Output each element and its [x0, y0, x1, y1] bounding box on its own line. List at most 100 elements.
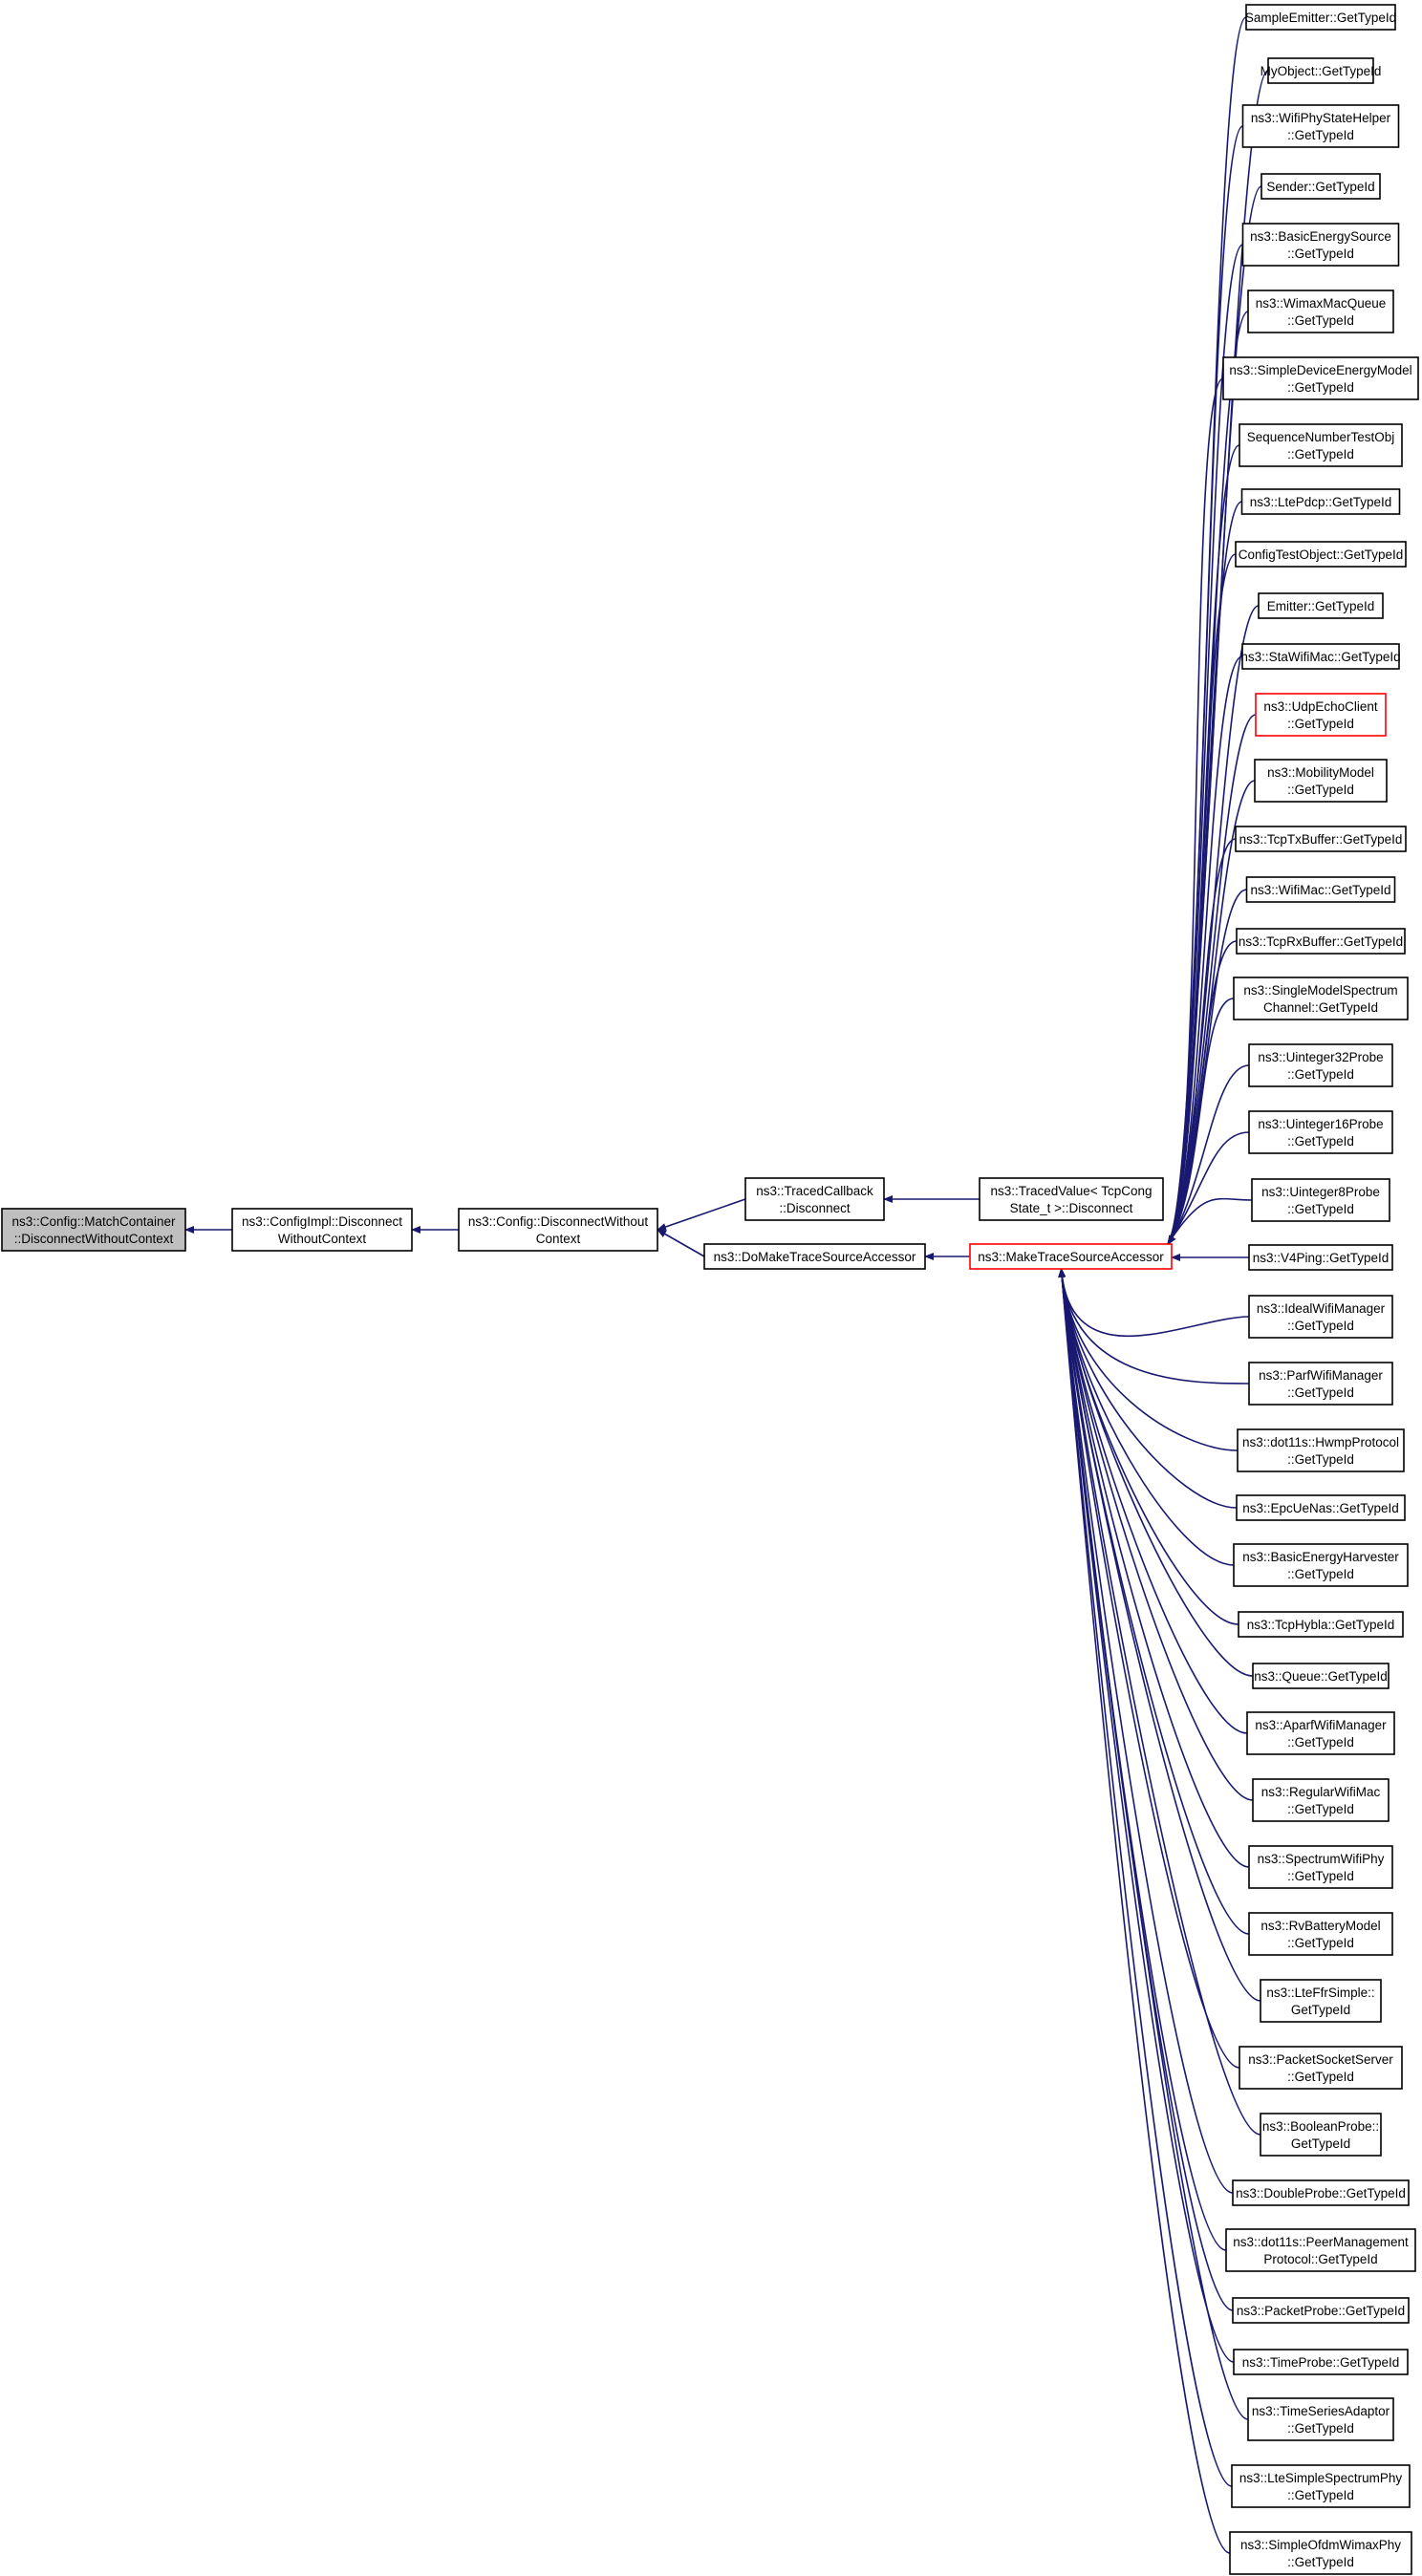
node-ns3-ltepdcp-gettypeid[interactable]: ns3::LtePdcp::GetTypeId	[1240, 488, 1401, 515]
node-label: ns3::RegularWifiMac	[1261, 1785, 1381, 1799]
node-myobject-gettypeid[interactable]: MyObject::GetTypeId	[1260, 57, 1382, 84]
node-ns3-parfwifimanager-gettypeid[interactable]: ns3::ParfWifiManager::GetTypeId	[1248, 1362, 1393, 1406]
node-label: ::GetTypeId	[1287, 1869, 1354, 1883]
node-ns3-uinteger16probe-gettypeid[interactable]: ns3::Uinteger16Probe::GetTypeId	[1248, 1110, 1393, 1154]
edge-domake-to-cfgdisc	[657, 1229, 705, 1257]
node-ns3-config-disconnectwithoutcontext[interactable]: ns3::Config::DisconnectWithoutContext	[458, 1208, 658, 1252]
node-ns3-configimpl-disconnectwithoutcontext[interactable]: ns3::ConfigImpl::DisconnectWithoutContex…	[231, 1208, 413, 1252]
node-sequencenumbertestobj-gettypeid[interactable]: SequenceNumberTestObj::GetTypeId	[1239, 423, 1403, 467]
node-ns3-lteffrsimple-gettypeid[interactable]: ns3::LteFfrSimple::GetTypeId	[1260, 1979, 1382, 2023]
node-label: ns3::LtePdcp::GetTypeId	[1250, 495, 1392, 509]
node-ns3-timeprobe-gettypeid[interactable]: ns3::TimeProbe::GetTypeId	[1233, 2349, 1409, 2375]
edge-c20-to-maketsa	[1167, 1197, 1253, 1245]
node-ns3-tcprxbuffer-gettypeid[interactable]: ns3::TcpRxBuffer::GetTypeId	[1236, 928, 1406, 955]
node-ns3-stawifimac-gettypeid[interactable]: ns3::StaWifiMac::GetTypeId	[1240, 643, 1401, 670]
node-box	[1236, 1494, 1406, 1521]
node-sender-gettypeid[interactable]: Sender::GetTypeId	[1260, 173, 1381, 200]
node-ns3-config-matchcontainer-disconnectwithoutcontext[interactable]: ns3::Config::MatchContainer::DisconnectW…	[1, 1208, 186, 1252]
node-label: ::DisconnectWithoutContext	[14, 1232, 174, 1246]
node-ns3-packetprobe-gettypeid[interactable]: ns3::PacketProbe::GetTypeId	[1232, 2297, 1410, 2324]
node-ns3-simpleofdmwimaxphy-gettypeid[interactable]: ns3::SimpleOfdmWimaxPhy::GetTypeId	[1229, 2531, 1412, 2575]
node-ns3-spectrumwifiphy-gettypeid[interactable]: ns3::SpectrumWifiPhy::GetTypeId	[1248, 1845, 1393, 1889]
node-box	[231, 1208, 413, 1252]
node-box	[1238, 1611, 1404, 1638]
node-ns3-uinteger32probe-gettypeid[interactable]: ns3::Uinteger32Probe::GetTypeId	[1248, 1043, 1393, 1087]
node-label: State_t >::Disconnect	[1010, 1201, 1133, 1215]
node-ns3-packetsocketserver-gettypeid[interactable]: ns3::PacketSocketServer::GetTypeId	[1239, 2046, 1403, 2090]
node-label: ns3::ConfigImpl::Disconnect	[242, 1214, 402, 1229]
node-emitter-gettypeid[interactable]: Emitter::GetTypeId	[1258, 592, 1384, 619]
node-label: ::GetTypeId	[1287, 1067, 1354, 1082]
node-ns3-tcptxbuffer-gettypeid[interactable]: ns3::TcpTxBuffer::GetTypeId	[1235, 826, 1407, 852]
node-ns3-doubleprobe-gettypeid[interactable]: ns3::DoubleProbe::GetTypeId	[1232, 2179, 1410, 2206]
node-ns3-rvbatterymodel-gettypeid[interactable]: ns3::RvBatteryModel::GetTypeId	[1248, 1912, 1393, 1956]
node-label: MyObject::GetTypeId	[1260, 64, 1382, 78]
node-box	[1235, 541, 1407, 568]
node-label: ns3::IdealWifiManager	[1257, 1301, 1386, 1316]
node-label: ::GetTypeId	[1287, 2070, 1354, 2084]
node-ns3-regularwifimac-gettypeid[interactable]: ns3::RegularWifiMac::GetTypeId	[1252, 1778, 1390, 1822]
node-label: ns3::dot11s::PeerManagement	[1233, 2235, 1409, 2249]
node-label: ns3::dot11s::HwmpProtocol	[1242, 1435, 1399, 1449]
node-ns3-basicenergyharvester-gettypeid[interactable]: ns3::BasicEnergyHarvester::GetTypeId	[1233, 1543, 1409, 1587]
node-label: ns3::RvBatteryModel	[1260, 1919, 1380, 1933]
node-ns3-domaketracesourceaccessor[interactable]: ns3::DoMakeTraceSourceAccessor	[703, 1243, 926, 1270]
edge-c17-to-maketsa	[1167, 998, 1235, 1245]
node-label: Protocol::GetTypeId	[1263, 2252, 1377, 2266]
node-label: ns3::TimeProbe::GetTypeId	[1242, 2355, 1400, 2370]
node-ns3-wimaxmacqueue-gettypeid[interactable]: ns3::WimaxMacQueue::GetTypeId	[1247, 290, 1394, 333]
node-configtestobject-gettypeid[interactable]: ConfigTestObject::GetTypeId	[1235, 541, 1407, 568]
edge-c25-to-maketsa	[1058, 1268, 1238, 1509]
node-ns3-epcuenas-gettypeid[interactable]: ns3::EpcUeNas::GetTypeId	[1236, 1494, 1406, 1521]
node-ns3-timeseriesadaptor-gettypeid[interactable]: ns3::TimeSeriesAdaptor::GetTypeId	[1247, 2397, 1394, 2441]
node-ns3-ltesimplespectrumphy-gettypeid[interactable]: ns3::LteSimpleSpectrumPhy::GetTypeId	[1231, 2464, 1411, 2508]
node-ns3-tcphybla-gettypeid[interactable]: ns3::TcpHybla::GetTypeId	[1238, 1611, 1404, 1638]
node-ns3-aparfwifimanager-gettypeid[interactable]: ns3::AparfWifiManager::GetTypeId	[1246, 1711, 1395, 1755]
node-ns3-wifimac-gettypeid[interactable]: ns3::WifiMac::GetTypeId	[1245, 876, 1396, 903]
node-label: ns3::EpcUeNas::GetTypeId	[1242, 1501, 1399, 1515]
node-ns3-queue-gettypeid[interactable]: ns3::Queue::GetTypeId	[1252, 1663, 1390, 1689]
node-label: ns3::SingleModelSpectrum	[1243, 983, 1397, 998]
node-box	[1255, 693, 1387, 737]
node-ns3-singlemodelspectrumchannel-gettypeid[interactable]: ns3::SingleModelSpectrumChannel::GetType…	[1233, 977, 1409, 1020]
node-box	[1, 1208, 186, 1252]
node-ns3-dot11s-peermanagementprotocol-gettypeid[interactable]: ns3::dot11s::PeerManagementProtocol::Get…	[1225, 2228, 1416, 2272]
node-label: ns3::StaWifiMac::GetTypeId	[1240, 650, 1400, 664]
node-label: ::GetTypeId	[1287, 1936, 1354, 1950]
node-label: ::GetTypeId	[1287, 2555, 1354, 2569]
node-label: ::GetTypeId	[1287, 128, 1354, 142]
node-box	[1232, 2179, 1410, 2206]
node-box	[1251, 1178, 1390, 1222]
node-box	[458, 1208, 658, 1252]
node-label: ::GetTypeId	[1287, 1202, 1354, 1216]
node-box	[1248, 1295, 1393, 1339]
node-ns3-uinteger8probe-gettypeid[interactable]: ns3::Uinteger8Probe::GetTypeId	[1251, 1178, 1390, 1222]
node-label: ns3::SimpleDeviceEnergyModel	[1229, 363, 1411, 377]
node-label: ns3::TracedCallback	[756, 1184, 873, 1198]
node-ns3-udpechoclient-gettypeid[interactable]: ns3::UdpEchoClient::GetTypeId	[1255, 693, 1387, 737]
node-label: Emitter::GetTypeId	[1267, 599, 1375, 613]
node-ns3-tracedcallback-disconnect[interactable]: ns3::TracedCallback::Disconnect	[744, 1177, 885, 1221]
node-label: ::GetTypeId	[1287, 247, 1354, 261]
node-ns3-mobilitymodel-gettypeid[interactable]: ns3::MobilityModel::GetTypeId	[1254, 759, 1388, 803]
node-box	[1254, 759, 1388, 803]
node-ns3-basicenergysource-gettypeid[interactable]: ns3::BasicEnergySource::GetTypeId	[1241, 223, 1400, 267]
node-ns3-simpledeviceenergymodel-gettypeid[interactable]: ns3::SimpleDeviceEnergyModel::GetTypeId	[1222, 356, 1419, 400]
node-label: ns3::BooleanProbe::	[1262, 2119, 1379, 2134]
node-box	[1233, 2349, 1409, 2375]
node-label: ns3::SpectrumWifiPhy	[1258, 1852, 1385, 1866]
node-box	[1260, 2113, 1382, 2157]
node-ns3-wifiphystatehelper-gettypeid[interactable]: ns3::WifiPhyStateHelper::GetTypeId	[1241, 104, 1400, 148]
node-ns3-v4ping-gettypeid[interactable]: ns3::V4Ping::GetTypeId	[1248, 1244, 1393, 1271]
node-box	[1252, 1663, 1390, 1689]
edge-c36-to-maketsa	[1058, 1268, 1234, 2194]
node-ns3-booleanprobe-gettypeid[interactable]: ns3::BooleanProbe::GetTypeId	[1260, 2113, 1382, 2157]
node-label: ns3::MakeTraceSourceAccessor	[978, 1250, 1164, 1264]
node-label: ns3::Uinteger16Probe	[1258, 1117, 1383, 1131]
node-sampleemitter-gettypeid[interactable]: SampleEmitter::GetTypeId	[1245, 4, 1396, 31]
node-ns3-dot11s-hwmpprotocol-gettypeid[interactable]: ns3::dot11s::HwmpProtocol::GetTypeId	[1237, 1428, 1405, 1472]
node-label: ::GetTypeId	[1287, 1452, 1354, 1467]
node-ns3-maketracesourceaccessor[interactable]: ns3::MakeTraceSourceAccessor	[969, 1243, 1173, 1270]
node-ns3-idealwifimanager-gettypeid[interactable]: ns3::IdealWifiManager::GetTypeId	[1248, 1295, 1393, 1339]
